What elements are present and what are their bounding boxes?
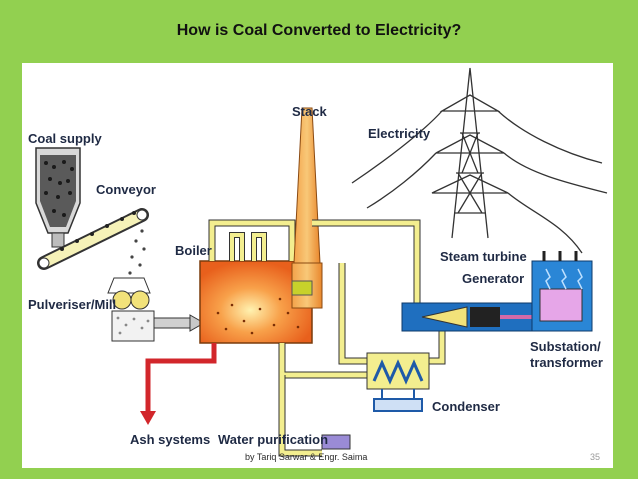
pulveriser-mill [107, 277, 206, 342]
electricity-pylon [351, 67, 608, 254]
slide-title: How is Coal Converted to Electricity? [176, 22, 462, 39]
slide-footer: by Tariq Sarwar & Engr. Saima [245, 452, 368, 462]
coal-power-plant-diagram: Coal supply Conveyor Boiler Pulveriser/M… [28, 67, 608, 457]
conveyor-belt [37, 208, 149, 275]
steam-pipes [278, 219, 446, 457]
label-pulveriser: Pulveriser/Mill [28, 297, 116, 312]
substation-transformer [531, 251, 593, 332]
label-substation-line2: transformer [530, 355, 603, 370]
label-conveyor: Conveyor [96, 182, 156, 197]
condenser [366, 352, 430, 412]
label-coal-supply: Coal supply [28, 131, 102, 146]
label-water-purification: Water purification [218, 432, 328, 447]
label-condenser: Condenser [432, 399, 500, 414]
stack [291, 107, 323, 309]
label-steam-turbine: Steam turbine [440, 249, 527, 264]
water-purification-unit [321, 434, 351, 450]
label-generator: Generator [462, 271, 524, 286]
steam-turbine-generator [401, 302, 543, 332]
coal-hopper [35, 147, 81, 248]
page-number: 35 [590, 452, 601, 462]
label-electricity: Electricity [368, 126, 431, 141]
label-ash-systems: Ash systems [130, 432, 210, 447]
ash-pipe [140, 343, 217, 425]
label-stack: Stack [292, 104, 327, 119]
label-substation-line1: Substation/ [530, 339, 601, 354]
label-boiler: Boiler [175, 243, 212, 258]
diagram-panel: Coal supply Conveyor Boiler Pulveriser/M… [22, 63, 613, 468]
